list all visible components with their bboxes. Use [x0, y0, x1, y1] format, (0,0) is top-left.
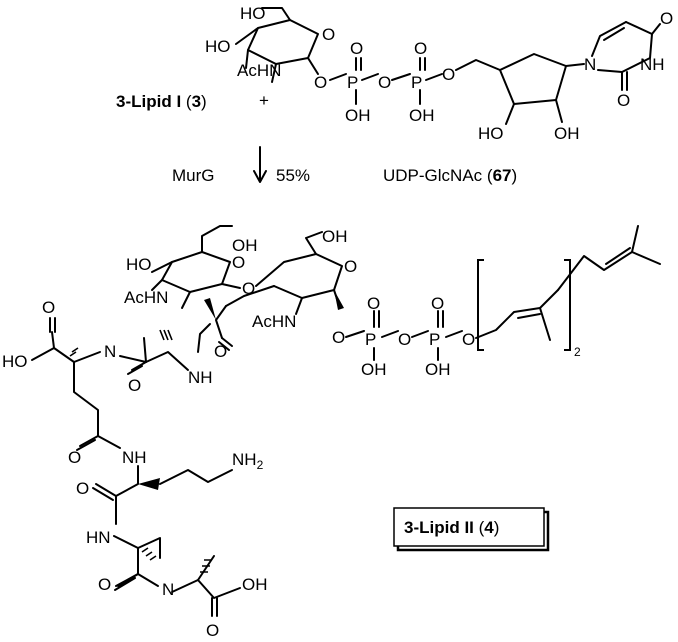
yield-label: 55% — [276, 166, 310, 185]
atom-label: O — [350, 39, 363, 58]
atom-label: OH — [232, 236, 258, 255]
atom-label: P — [347, 73, 358, 92]
donor-number: 67 — [493, 166, 512, 185]
atom-label: O — [128, 376, 141, 395]
lipid-ii-structure: OH OH HO HO O AcHN N O OH O AcHN O O O P… — [2, 225, 661, 640]
atom-label: OH — [345, 106, 371, 125]
atom-label: OH — [554, 124, 580, 143]
atom-label: NH — [188, 368, 213, 387]
atom-label: O — [462, 330, 475, 349]
reaction-arrow — [253, 146, 267, 183]
atom-label: O — [214, 342, 227, 361]
atom-label: O — [617, 91, 630, 110]
atom-label: O — [232, 253, 245, 272]
atom-label: P — [411, 73, 422, 92]
atom-label: OH — [322, 227, 348, 246]
atom-label: NH — [122, 448, 147, 467]
atom-subscript: 2 — [257, 458, 264, 472]
atom-label: O — [42, 298, 55, 317]
atom-label: O — [76, 479, 89, 498]
atom-label: OH — [409, 106, 435, 125]
plus-sign: + — [259, 91, 269, 110]
substrate-prefix: 3-Lipid I — [116, 92, 181, 111]
enzyme-label: MurG — [172, 166, 215, 185]
atom-label: O — [98, 575, 111, 594]
atom-label: NH — [640, 55, 665, 74]
substrate-label: 3-Lipid I (3) — [116, 92, 207, 111]
atom-label: O — [206, 621, 219, 640]
reaction-row: 3-Lipid I (3) + MurG 55% UDP-GlcNAc (67) — [116, 91, 517, 185]
atom-label: NH — [232, 450, 257, 469]
udp-glcnac-structure: HO O HO HO HO AcHN HN O P O OH O P O OH … — [205, 4, 673, 143]
atom-label: O — [431, 294, 444, 313]
atom-label: O — [322, 25, 335, 44]
atom-label: O — [344, 257, 357, 276]
atom-label: O — [314, 73, 327, 92]
product-number: 4 — [484, 518, 494, 537]
atom-label: O — [378, 73, 391, 92]
atom-label: HO — [126, 255, 152, 274]
product-label-box: 3-Lipid II (4) — [393, 507, 550, 552]
atom-label: AcHN — [252, 312, 296, 331]
donor-name: UDP-GlcNAc — [383, 166, 483, 185]
atom-label: HO — [205, 37, 231, 56]
atom-label: O — [660, 9, 673, 28]
atom-label: OH — [425, 360, 451, 379]
product-prefix: 3-Lipid II — [404, 518, 474, 537]
atom-label: O — [442, 65, 455, 84]
substrate-number: 3 — [192, 92, 201, 111]
atom-label: AcHN — [124, 288, 168, 307]
donor-label: UDP-GlcNAc (67) — [383, 166, 517, 185]
atom-label: O — [332, 328, 345, 347]
atom-label: HO — [240, 4, 266, 23]
product-label: 3-Lipid II (4) — [404, 518, 499, 537]
atom-label: HO — [478, 124, 504, 143]
atom-label: AcHN — [237, 61, 281, 80]
atom-label: OH — [361, 360, 387, 379]
atom-label: N — [584, 55, 596, 74]
atom-label: O — [68, 448, 81, 467]
atom-label: O — [398, 330, 411, 349]
atom-label: O — [367, 294, 380, 313]
atom-label: N — [162, 580, 174, 599]
atom-label: HN — [86, 528, 111, 547]
atom-label: O — [414, 39, 427, 58]
atom-label: HO — [2, 352, 28, 371]
repeat-count: 2 — [574, 345, 581, 359]
atom-label: P — [429, 330, 440, 349]
atom-label: OH — [242, 575, 268, 594]
lys-amine: NH2 — [232, 450, 264, 472]
atom-label: N — [104, 342, 116, 361]
atom-label: P — [365, 330, 376, 349]
